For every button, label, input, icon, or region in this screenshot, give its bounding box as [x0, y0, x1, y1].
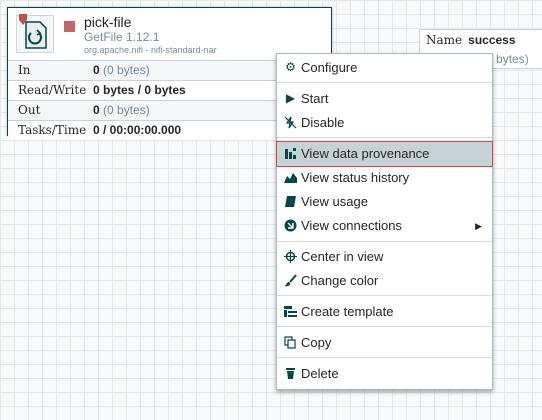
- menu-item-copy[interactable]: Copy: [277, 331, 492, 355]
- play-icon: ▶: [285, 91, 296, 105]
- stat-value: 0 bytes / 0 bytes: [93, 83, 186, 97]
- menu-item-start[interactable]: ▶ Start: [285, 91, 329, 106]
- bulletin-shield-icon[interactable]: [19, 14, 27, 25]
- template-icon: [284, 305, 297, 318]
- stat-label: Tasks/Time: [18, 123, 87, 137]
- getfile-icon: [25, 21, 47, 49]
- menu-item-center-in-view[interactable]: Center in view: [277, 245, 492, 269]
- menu-item-view-connections[interactable]: View connections ▶: [277, 214, 492, 238]
- gear-icon: ⚙: [285, 60, 296, 74]
- crosshair-icon: [284, 250, 297, 263]
- processor-stats: In 0 (0 bytes) Read/Write 0 bytes / 0 by…: [8, 60, 331, 140]
- stat-value: 0 (0 bytes): [93, 103, 150, 117]
- processor-bundle: org.apache.nifi - nifi-standard-nar: [84, 45, 217, 55]
- menu-separator: [277, 241, 492, 242]
- trash-icon: [284, 367, 297, 380]
- menu-separator: [277, 295, 492, 296]
- book-icon: [284, 195, 297, 208]
- copy-icon: [284, 336, 297, 349]
- disable-icon: [284, 116, 297, 129]
- submenu-arrow-icon: ▶: [475, 221, 482, 231]
- stat-label: Read/Write: [18, 83, 87, 97]
- menu-item-view-status-history[interactable]: View status history: [277, 166, 492, 190]
- processor-type: GetFile 1.12.1: [84, 30, 160, 44]
- stat-row-in: In 0 (0 bytes): [8, 60, 331, 80]
- stat-row-read-write: Read/Write 0 bytes / 0 bytes: [8, 80, 331, 100]
- menu-item-change-color[interactable]: Change color: [277, 269, 492, 293]
- provenance-icon: [284, 147, 297, 160]
- menu-separator: [277, 137, 492, 138]
- stat-label: Out: [18, 103, 41, 117]
- processor-card[interactable]: pick-file GetFile 1.12.1 org.apache.nifi…: [7, 7, 332, 140]
- menu-item-create-template[interactable]: Create template: [277, 300, 492, 324]
- stat-row-out: Out 0 (0 bytes): [8, 100, 331, 120]
- context-menu: ⚙ Configure ▶ Start Disable View data pr…: [276, 53, 493, 390]
- paintbrush-icon: [284, 274, 297, 287]
- menu-separator: [277, 82, 492, 83]
- connections-icon: [284, 219, 297, 232]
- menu-separator: [277, 357, 492, 358]
- menu-item-view-data-provenance[interactable]: View data provenance: [276, 141, 493, 167]
- stat-row-tasks-time: Tasks/Time 0 / 00:00:00.000: [8, 120, 331, 140]
- menu-item-configure[interactable]: ⚙ Configure: [285, 60, 358, 75]
- stat-value: 0 (0 bytes): [93, 63, 150, 77]
- stat-value: 0 / 00:00:00.000: [93, 123, 182, 137]
- processor-header: pick-file GetFile 1.12.1 org.apache.nifi…: [8, 8, 331, 60]
- stat-label: In: [18, 63, 31, 77]
- menu-item-disable[interactable]: Disable: [277, 111, 492, 135]
- menu-item-delete[interactable]: Delete: [277, 362, 492, 386]
- menu-item-view-usage[interactable]: View usage: [277, 190, 492, 214]
- area-chart-icon: [284, 171, 297, 184]
- processor-name: pick-file: [84, 14, 132, 30]
- stopped-status-icon: [64, 21, 75, 32]
- menu-separator: [277, 326, 492, 327]
- processor-type-icon: [16, 14, 54, 53]
